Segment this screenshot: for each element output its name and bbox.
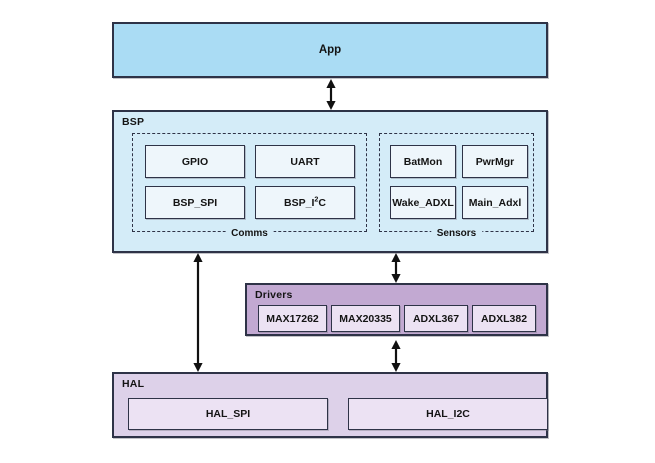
module-pwrmgr[interactable]: PwrMgr — [462, 145, 528, 178]
module-hal-spi[interactable]: HAL_SPI — [128, 398, 328, 430]
module-uart[interactable]: UART — [255, 145, 355, 178]
module-uart-label: UART — [290, 155, 320, 168]
app-layer-label: App — [318, 44, 342, 56]
module-bsp-spi-label: BSP_SPI — [172, 196, 218, 209]
bsp-group-sensors-label: Sensors — [430, 228, 483, 239]
app-layer-block[interactable]: App — [112, 22, 548, 78]
connector-drivers-to-hal — [388, 340, 404, 372]
module-hal-i2c-label: HAL_I2C — [426, 408, 470, 420]
driver-adxl382[interactable]: ADXL382 — [472, 305, 536, 332]
driver-adxl367[interactable]: ADXL367 — [404, 305, 468, 332]
driver-adxl367-label: ADXL367 — [412, 312, 460, 325]
bsp-layer-label: BSP — [122, 116, 145, 128]
drivers-layer-block[interactable]: Drivers MAX17262 MAX20335 ADXL367 ADXL38… — [245, 283, 548, 336]
module-bsp-i2c[interactable]: BSP_I2C — [255, 186, 355, 219]
module-batmon-label: BatMon — [403, 155, 443, 168]
module-hal-spi-label: HAL_SPI — [205, 408, 251, 420]
bsp-group-sensors: BatMon PwrMgr Wake_ADXL Main_Adxl Sensor… — [379, 133, 534, 239]
module-gpio[interactable]: GPIO — [145, 145, 245, 178]
module-bsp-i2c-label: BSP_I2C — [284, 195, 326, 209]
hal-layer-label: HAL — [122, 378, 145, 390]
connector-app-to-bsp — [323, 79, 339, 110]
bsp-layer-block[interactable]: BSP GPIO UART BSP_SPI BSP_I2C Comms BatM… — [112, 110, 548, 253]
driver-max17262-label: MAX17262 — [266, 312, 319, 325]
driver-adxl382-label: ADXL382 — [480, 312, 528, 325]
bsp-group-comms: GPIO UART BSP_SPI BSP_I2C Comms — [132, 133, 367, 239]
module-main-adxl-label: Main_Adxl — [468, 196, 522, 209]
module-pwrmgr-label: PwrMgr — [475, 155, 515, 168]
bsp-group-comms-label: Comms — [225, 228, 274, 239]
module-main-adxl[interactable]: Main_Adxl — [462, 186, 528, 219]
module-batmon[interactable]: BatMon — [390, 145, 456, 178]
hal-layer-block[interactable]: HAL HAL_SPI HAL_I2C — [112, 372, 548, 438]
driver-max20335[interactable]: MAX20335 — [331, 305, 400, 332]
module-bsp-spi[interactable]: BSP_SPI — [145, 186, 245, 219]
connector-bsp-to-hal — [190, 253, 206, 372]
module-wake-adxl-label: Wake_ADXL — [392, 196, 454, 209]
connector-bsp-to-drivers — [388, 253, 404, 283]
driver-max17262[interactable]: MAX17262 — [258, 305, 327, 332]
module-gpio-label: GPIO — [181, 155, 209, 168]
drivers-layer-label: Drivers — [255, 289, 293, 301]
module-wake-adxl[interactable]: Wake_ADXL — [390, 186, 456, 219]
module-hal-i2c[interactable]: HAL_I2C — [348, 398, 548, 430]
driver-max20335-label: MAX20335 — [339, 312, 392, 325]
